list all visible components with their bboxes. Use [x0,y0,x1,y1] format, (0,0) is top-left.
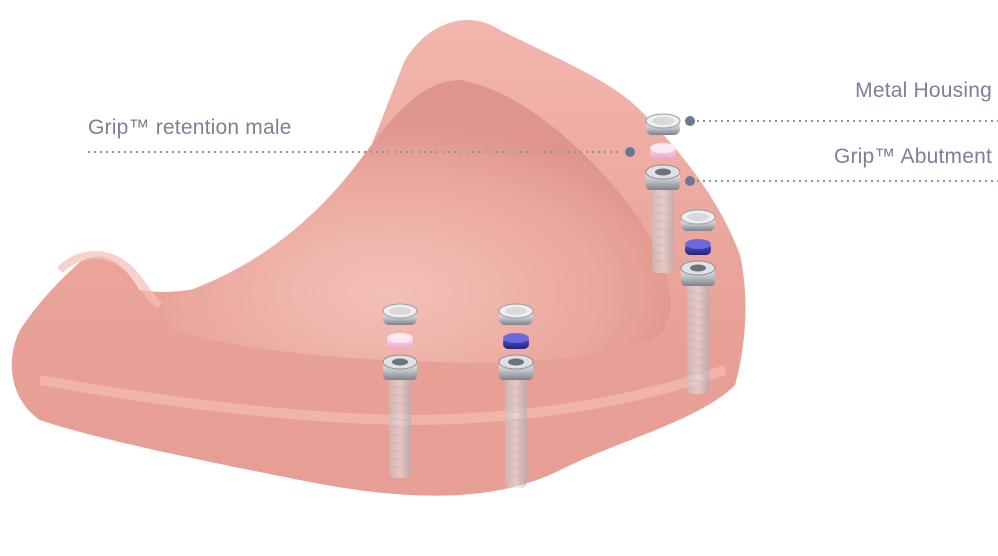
abutment-label: Grip™ Abutment [834,145,992,169]
callout-abutment [685,176,998,186]
implant-screw [652,178,674,273]
retention-male-label: Grip™ retention male [88,116,292,140]
callout-metal-housing [685,116,998,126]
metal-housing-label: Metal Housing [855,79,992,103]
implant-screw [389,368,411,478]
